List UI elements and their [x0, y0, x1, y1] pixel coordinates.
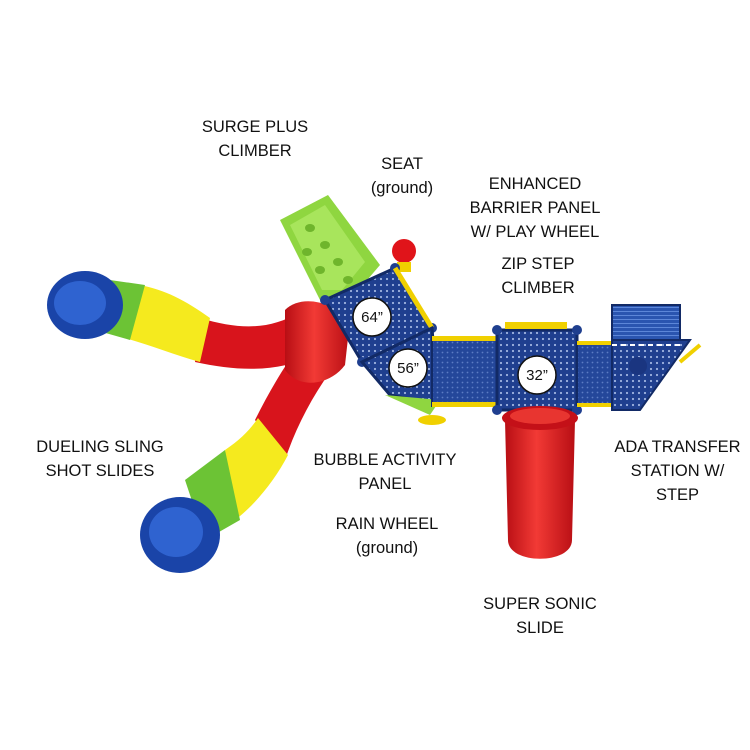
surge-plus-climber	[280, 195, 380, 300]
lower-slide-yellow-section	[225, 418, 288, 520]
deck-64: 64”	[320, 263, 437, 367]
surge-plus-climber-label: SURGE PLUS CLIMBER	[201, 118, 309, 160]
bubble-activity-panel-label: BUBBLE ACTIVITY PANEL	[313, 451, 457, 493]
deck-56: 56”	[359, 325, 446, 425]
dueling-sling-shot-slides	[47, 271, 350, 573]
seat-label: SEAT (ground)	[370, 155, 434, 197]
zip-step-climber-label: ZIP STEP CLIMBER	[501, 255, 575, 297]
ada-transfer-station	[611, 304, 702, 411]
slide-hood	[285, 301, 350, 383]
deck-32: 32”	[492, 322, 582, 415]
dueling-sling-shot-slides-label: DUELING SLING SHOT SLIDES	[36, 438, 164, 480]
enhanced-barrier-bridge	[431, 336, 498, 407]
super-sonic-slide	[502, 406, 578, 559]
rain-wheel-label: RAIN WHEEL (ground)	[335, 515, 439, 557]
deck-56-height: 56”	[397, 360, 419, 377]
deck-64-height: 64”	[361, 309, 383, 326]
upper-slide-yellow-section	[125, 285, 210, 362]
super-sonic-slide-label: SUPER SONIC SLIDE	[483, 595, 597, 637]
zip-step-walkway	[576, 341, 616, 407]
enhanced-barrier-panel-label: ENHANCED BARRIER PANEL W/ PLAY WHEEL	[469, 175, 601, 241]
seat	[392, 239, 416, 263]
ada-transfer-station-label: ADA TRANSFER STATION W/ STEP	[614, 438, 741, 504]
deck-32-height: 32”	[526, 367, 548, 384]
